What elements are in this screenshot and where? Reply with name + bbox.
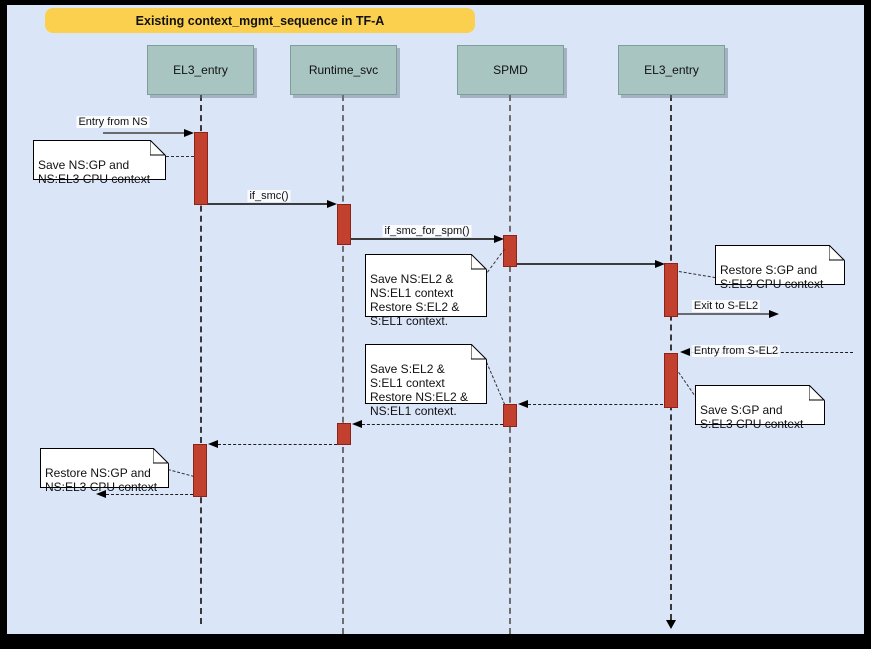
activation-bar	[193, 444, 207, 497]
message-if-smc-for-spm	[351, 238, 494, 240]
message-label: Exit to S-EL2	[691, 300, 761, 312]
message-entry-from-ns	[103, 132, 185, 134]
message-if-smc	[208, 203, 327, 205]
activation-bar	[337, 423, 351, 445]
arrowhead-icon	[184, 129, 194, 137]
arrowhead-icon	[208, 440, 218, 448]
message-label: Entry from S-EL2	[691, 345, 781, 357]
participant-el3-entry-2: EL3_entry	[618, 45, 725, 95]
note-fold-icon	[471, 254, 487, 270]
arrowhead-icon	[327, 200, 337, 208]
note-save-s-el2: Save S:EL2 & S:EL1 context Restore NS:EL…	[365, 344, 487, 418]
note-save-ns-el2: Save NS:EL2 & NS:EL1 context Restore S:E…	[365, 254, 487, 328]
note-text: Save NS:EL2 & NS:EL1 context Restore S:E…	[370, 272, 460, 328]
arrowhead-icon	[352, 420, 362, 428]
arrowhead-icon	[655, 260, 665, 268]
activation-bar	[503, 235, 517, 267]
note-text: Save S:EL2 & S:EL1 context Restore NS:EL…	[370, 362, 469, 418]
message-label: Entry from NS	[76, 116, 150, 128]
diagram-title: Existing context_mgmt_sequence in TF-A	[45, 8, 475, 33]
note-text: Save S:GP and S:EL3 CPU context	[700, 403, 804, 431]
note-text: Restore NS:GP and NS:EL3 CPU context	[45, 466, 158, 494]
note-restore-s-gp: Restore S:GP and S:EL3 CPU context	[715, 245, 845, 291]
note-save-s-gp: Save S:GP and S:EL3 CPU context	[695, 385, 825, 431]
participant-label: EL3_entry	[644, 63, 699, 77]
message-label: if_smc()	[247, 190, 291, 202]
participant-label: SPMD	[493, 63, 528, 77]
arrowhead-icon	[518, 400, 528, 408]
activation-bar	[664, 263, 678, 317]
lifeline-el3-entry-1	[200, 95, 202, 624]
lifeline-runtime-svc	[342, 95, 344, 634]
participant-label: EL3_entry	[173, 63, 228, 77]
message-spmd-to-el3	[517, 263, 655, 265]
message-return-to-spmd	[528, 404, 663, 405]
lifeline-end-arrowhead-icon	[666, 620, 676, 629]
note-restore-ns-gp: Restore NS:GP and NS:EL3 CPU context	[40, 448, 169, 494]
activation-bar	[194, 132, 208, 205]
participant-spmd: SPMD	[457, 45, 564, 95]
message-label: if_smc_for_spm()	[382, 225, 472, 237]
note-fold-icon	[150, 140, 166, 156]
participant-el3-entry-1: EL3_entry	[147, 45, 254, 95]
message-return-to-ns	[106, 494, 193, 495]
note-fold-icon	[153, 448, 169, 464]
participant-runtime-svc: Runtime_svc	[290, 45, 397, 95]
note-fold-icon	[829, 245, 845, 261]
activation-bar	[503, 404, 517, 427]
note-fold-icon	[471, 344, 487, 360]
diagram-title-label: Existing context_mgmt_sequence in TF-A	[135, 13, 385, 28]
arrowhead-icon	[96, 490, 106, 498]
lifeline-spmd	[509, 95, 511, 634]
activation-bar	[664, 353, 678, 408]
diagram-canvas	[7, 5, 864, 634]
note-save-ns-gp: Save NS:GP and NS:EL3 CPU context	[33, 140, 166, 186]
message-exit-to-s-el2	[678, 313, 769, 315]
arrowhead-icon	[680, 348, 690, 356]
note-text: Restore S:GP and S:EL3 CPU context	[720, 263, 824, 291]
note-fold-icon	[809, 385, 825, 401]
participant-label: Runtime_svc	[308, 63, 379, 77]
activation-bar	[337, 204, 351, 245]
arrowhead-icon	[769, 310, 779, 318]
note-connector	[166, 156, 194, 157]
note-text: Save NS:GP and NS:EL3 CPU context	[38, 158, 151, 186]
message-return-to-el3	[218, 444, 337, 445]
message-return-to-runtime-svc	[362, 424, 503, 425]
arrowhead-icon	[494, 235, 504, 243]
